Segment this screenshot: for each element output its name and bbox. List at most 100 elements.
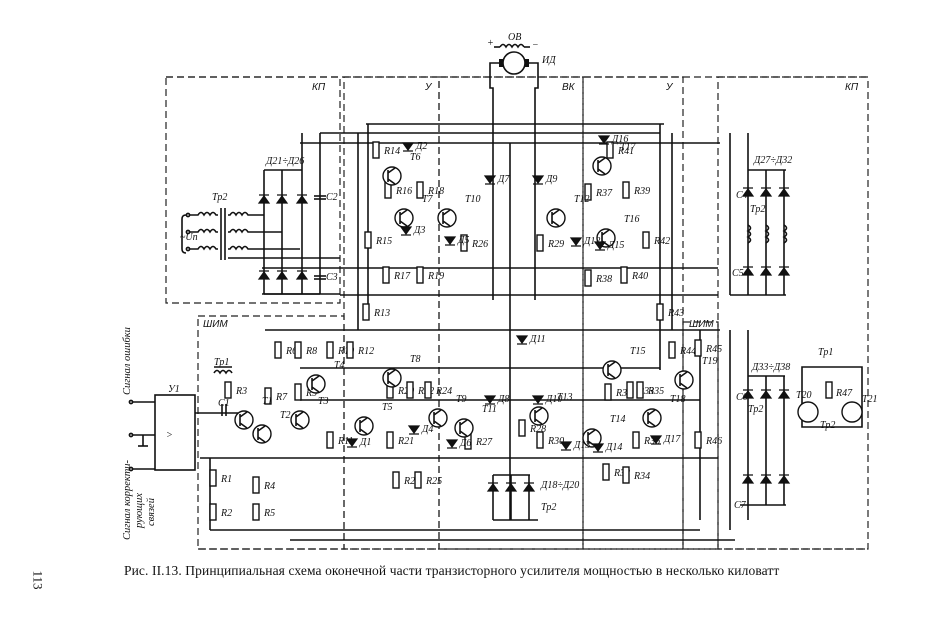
resistor-r32 (602, 463, 610, 481)
resistor-r22 (406, 381, 414, 399)
label-tp1: Тр1 (214, 357, 229, 368)
rectifier-diode-icon (257, 270, 271, 280)
transformer-label-tp1-right: Тр1 (818, 347, 833, 358)
label-r16: R16 (395, 186, 412, 197)
diodes-label-d18-d20: Д18÷Д20 (540, 480, 579, 491)
label-t15: Т15 (630, 346, 646, 357)
label-d13: Д13 (573, 440, 590, 451)
label-r18: R18 (427, 186, 444, 197)
components: R1R2R3R4R5R6R7R8R9R10R11R12R13R14R15R16R… (209, 134, 791, 521)
label-r24: R24 (435, 386, 452, 397)
resistor-r45 (694, 339, 702, 357)
amplifier-label: У1 (168, 384, 180, 395)
rectifier-diode-icon (777, 474, 791, 484)
resistor-label-r47: R47 (835, 388, 853, 399)
rectifier-diode-icon (759, 266, 773, 276)
label-t5: Т5 (382, 402, 393, 413)
diode-icon-d5 (443, 236, 457, 246)
resistor-r14 (372, 141, 380, 159)
block-kp-left (165, 76, 341, 304)
transformer-label-tp2-right: Тр2 (750, 204, 765, 215)
label-r41: R41 (617, 146, 634, 157)
label-d12: Д12 (583, 236, 600, 247)
resistor-r25 (414, 471, 422, 489)
resistor-r11 (326, 431, 334, 449)
label-t8: Т8 (410, 354, 421, 365)
diode-icon-d6 (445, 439, 459, 449)
label-t19: Т19 (702, 356, 718, 367)
resistor-r44 (668, 341, 676, 359)
rectifier-diode-icon (295, 270, 309, 280)
resistor-r30 (536, 431, 544, 449)
label-r2: R2 (220, 508, 232, 519)
label-t12: Т12 (574, 194, 590, 205)
transformer-label-tp2-left: Тр2 (212, 192, 227, 203)
label-r26: R26 (471, 239, 488, 250)
resistor-r24 (424, 381, 432, 399)
transistor-label-t21: Т21 (862, 394, 878, 405)
rectifier-diode-icon (275, 270, 289, 280)
wires (200, 123, 735, 541)
rectifier-diode-icon (759, 187, 773, 197)
label-r6: R6 (285, 346, 297, 357)
transistor-icon (841, 401, 863, 423)
label-d8: Д8 (497, 394, 509, 405)
transformer-label-tp2-right-lower: Тр2 (748, 404, 763, 415)
label-d2: Д2 (415, 141, 427, 152)
label-d15: Д15 (607, 240, 624, 251)
rectifier-diode-icon (777, 266, 791, 276)
diodes-label-d33-d38: Д33÷Д38 (751, 362, 790, 373)
rectifier-diode-icon (741, 187, 755, 197)
resistor-r13 (362, 303, 370, 321)
resistor-r29 (536, 234, 544, 252)
diodes-label-d27-d32: Д27÷Д32 (753, 155, 792, 166)
diode-icon-d9 (531, 175, 545, 185)
input-correction-label-1: Сигнал корректи- (122, 459, 133, 540)
rectifier-diode-icon (275, 194, 289, 204)
resistor-r18 (416, 181, 424, 199)
label-r19: R19 (427, 271, 444, 282)
label-t18: Т18 (670, 394, 686, 405)
diode-icon-d17 (649, 435, 663, 445)
supply-label: ~Uп (180, 232, 198, 243)
label-r35: R35 (647, 386, 664, 397)
capacitor-label-c2: С2 (326, 192, 338, 203)
label-d4: Д4 (421, 424, 433, 435)
resistor-r43 (656, 303, 664, 321)
resistor-r12 (346, 341, 354, 359)
resistor-r28 (518, 419, 526, 437)
rectifier-diode-icon (522, 482, 536, 492)
label-r21: R21 (397, 436, 414, 447)
label-r46: R46 (705, 436, 722, 447)
transformer-label-tp2-center: Тр2 (541, 502, 556, 513)
label-d17: Д17 (663, 434, 681, 445)
block-outlines (165, 76, 869, 550)
resistor-r6 (274, 341, 282, 359)
diode-icon-d3 (399, 226, 413, 236)
diode-icon-d4 (407, 425, 421, 435)
label-r32: R32 (613, 468, 630, 479)
label-t6: Т6 (410, 152, 421, 163)
label-t1: Т1 (262, 396, 273, 407)
label-r20: R20 (397, 386, 414, 397)
resistor-r46 (694, 431, 702, 449)
label-t3: Т3 (318, 396, 329, 407)
capacitor-label-c5: С5 (732, 268, 744, 279)
label-t10: Т10 (465, 194, 481, 205)
motor-armature-label: ИД (541, 55, 556, 66)
block-kp-right (717, 76, 869, 550)
capacitor-label-c4: С4 (736, 190, 748, 201)
label-r34: R34 (633, 471, 650, 482)
label-r8: R8 (305, 346, 317, 357)
label-r30: R30 (547, 436, 564, 447)
label-u-right: У (665, 82, 674, 93)
motor-icon (502, 51, 526, 75)
rectifier-diode-icon (759, 389, 773, 399)
figure-caption: Рис. II.13. Принципиальная схема оконечн… (124, 563, 780, 578)
resistor-r10 (326, 341, 334, 359)
resistor-r19 (416, 266, 424, 284)
label-t14: Т14 (610, 414, 626, 425)
label-r13: R13 (373, 308, 390, 319)
label-r9: R9 (305, 388, 317, 399)
label-shim-right: ШИМ (689, 319, 714, 330)
